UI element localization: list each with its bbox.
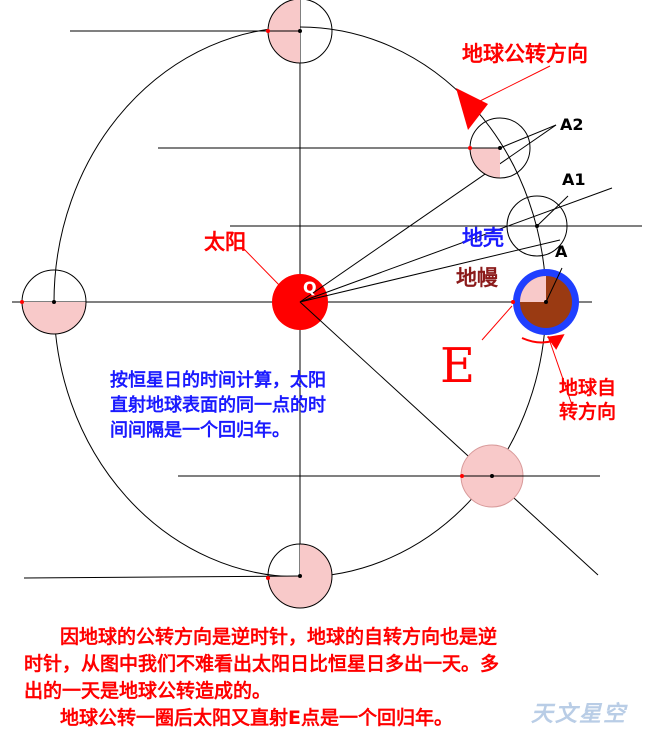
mantle-label: 地幔 (456, 266, 498, 290)
point-q-label: Q (303, 278, 317, 297)
ray-to-a (299, 239, 561, 303)
note-line-2: 直射地球表面的同一点的时 (110, 395, 326, 416)
rotation-direction-line2: 转方向 (559, 401, 617, 423)
revolution-direction-arrow (456, 65, 551, 130)
earth-position-a1 (230, 195, 642, 257)
explanation-text: 因地球的公转方向是逆时针，地球的自转方向也是逆 时针，从图中我们不难看出太阳日比… (24, 624, 639, 732)
earth-position-a (481, 267, 579, 406)
rotation-direction-label: 地球自 转方向 (559, 376, 616, 424)
explanation-line-4: 地球公转一圈后太阳又直射E点是一个回归年。 (60, 707, 453, 729)
explanation-line-1: 因地球的公转方向是逆时针，地球的自转方向也是逆 (60, 626, 498, 648)
earth-position-bottom (23, 543, 333, 609)
explanation-line-2: 时针，从图中我们不难看出太阳日比恒星日多出一天。多 (24, 653, 500, 675)
point-a2-label: A2 (560, 115, 584, 134)
sun-label: 太阳 (204, 230, 246, 254)
point-e-label: E (440, 338, 476, 394)
earth-position-top (70, 0, 333, 64)
note-line-1: 按恒星日的时间计算，太阳 (110, 370, 326, 391)
sun-label-leader (241, 246, 285, 291)
ray-to-lower-right (299, 301, 599, 576)
crust-label: 地壳 (462, 226, 504, 250)
explanation-line-3: 出的一天是地球公转造成的。 (24, 680, 272, 702)
ray-to-a2 (299, 124, 557, 303)
earth-position-a2 (158, 117, 557, 179)
point-a-label: A (555, 242, 568, 261)
point-a1-label: A1 (562, 170, 586, 189)
note-line-3: 间间隔是一个回归年。 (110, 420, 290, 441)
earth-position-lower-right (178, 444, 600, 508)
rotation-direction-line1: 地球自 (559, 377, 617, 399)
watermark-logo: 天文星空 (530, 702, 627, 727)
earth-position-left (20, 269, 87, 335)
revolution-direction-label: 地球公转方向 (462, 42, 588, 66)
sidereal-day-note: 按恒星日的时间计算，太阳 直射地球表面的同一点的时 间间隔是一个回归年。 (110, 368, 410, 443)
